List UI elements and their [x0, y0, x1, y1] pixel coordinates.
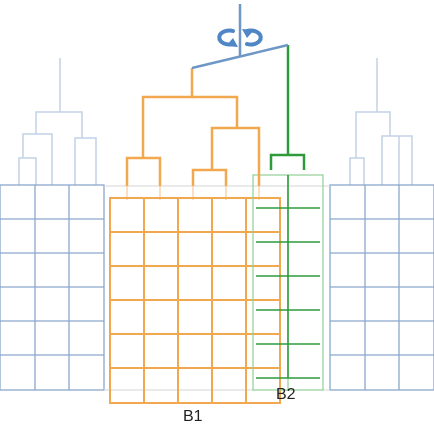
right-dendrogram	[349, 58, 413, 185]
bicluster-b1-grid	[109, 197, 281, 404]
orange-dendrogram	[125, 68, 261, 186]
bicluster-b2-grid	[256, 175, 320, 379]
root-dendrogram	[191, 4, 289, 70]
green-dendrogram	[269, 45, 306, 170]
label-b2: B2	[276, 386, 296, 403]
right-grid	[329, 184, 434, 391]
left-grid	[0, 184, 105, 391]
label-b1: B1	[183, 408, 203, 425]
rotate-arrows-icon	[217, 28, 263, 47]
guide-lines	[104, 185, 330, 391]
left-dendrogram	[18, 58, 97, 185]
